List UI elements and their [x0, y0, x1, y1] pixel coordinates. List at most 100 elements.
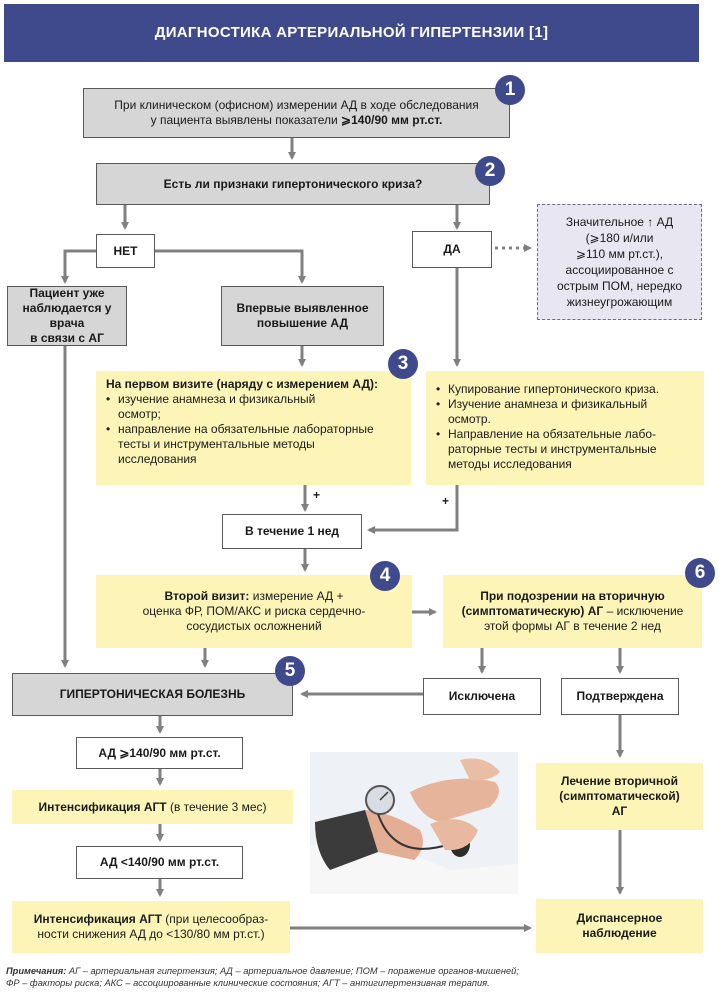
bp-low-box: АД <140/90 мм рт.ст. — [76, 846, 243, 879]
footnote-text: АГ – артериальная гипертензия; АД – арте… — [66, 966, 519, 976]
second-visit-lead: Второй визит: — [164, 589, 250, 603]
first-visit-box: На первом визите (наряду с измерением АД… — [96, 371, 411, 485]
first-visit-item-line: исследования — [118, 452, 197, 466]
crisis-note-line: острым ПОМ, нередко — [556, 279, 683, 293]
intensification-2-line1: Интенсификация АГТ (при целесообраз- — [34, 912, 268, 927]
confirmed-label: Подтверждена — [576, 689, 664, 703]
crisis-note-line: ⩾110 мм рт.ст.), — [575, 247, 664, 261]
hypertension-disease-box: ГИПЕРТОНИЧЕСКАЯ БОЛЕЗНЬ — [12, 673, 293, 716]
bp-high-box: АД ⩾140/90 мм рт.ст. — [76, 737, 243, 769]
intensification-1-rest: (в течение 3 мес) — [166, 799, 267, 814]
crisis-question-box: Есть ли признаки гипертонического криза? — [96, 163, 490, 205]
secondary-suspicion-bold: (симптоматическую) АГ — [461, 604, 604, 618]
excluded-label: Исключена — [448, 689, 516, 703]
first-visit-list: изучение анамнеза и физикальный осмотр; … — [106, 392, 401, 467]
crisis-note-line: ассоциированное с — [565, 263, 674, 277]
branch-yes-label: ДА — [443, 242, 461, 256]
dispensary-line: наблюдение — [582, 926, 657, 940]
footnote-line1: Примечания: АГ – артериальная гипертензи… — [6, 965, 711, 977]
plus-sign-left: + — [313, 488, 321, 502]
dispensary-box: Диспансерное наблюдение — [536, 899, 703, 953]
secondary-suspicion-text: – исключение — [603, 604, 684, 618]
arrow-no-to-new — [155, 249, 306, 284]
crisis-note-line: (⩾180 и/или — [585, 231, 654, 245]
secondary-treatment-line: (симптоматической) — [559, 789, 680, 803]
known-patient-line: в связи с АГ — [30, 331, 104, 345]
intensification-2-box: Интенсификация АГТ (при целесообраз- нос… — [12, 901, 290, 953]
crisis-actions-box: Купирование гипертонического криза. Изуч… — [426, 371, 704, 485]
first-detected-line: повышение АД — [256, 316, 349, 330]
plus-sign-right: + — [442, 494, 450, 508]
initial-measurement-box: При клиническом (офисном) измерении АД в… — [83, 88, 510, 138]
first-visit-item-line: осмотр; — [118, 407, 161, 421]
first-visit-item-line: направление на обязательные лабораторные — [118, 422, 374, 436]
secondary-treatment-line: АГ — [611, 804, 628, 818]
crisis-definition-note: Значительное ↑ АД (⩾180 и/или ⩾110 мм рт… — [537, 204, 702, 320]
bp-measurement-photo — [310, 752, 518, 894]
footnote-line2: ФР – факторы риска; АКС – ассоциированны… — [6, 978, 490, 988]
intensification-1-bold: Интенсификация АГТ — [38, 799, 167, 814]
known-patient-line: Пациент уже — [29, 286, 105, 300]
first-detected-line: Впервые выявленное — [236, 301, 369, 315]
arrow-no-to-known — [61, 249, 96, 284]
arrow-crisis-to-week — [367, 485, 459, 534]
hypertension-disease-label: ГИПЕРТОНИЧЕСКАЯ БОЛЕЗНЬ — [59, 687, 246, 701]
branch-no-box: НЕТ — [96, 234, 155, 268]
initial-measurement-line2: у пациента выявлены показатели ⩾140/90 м… — [151, 113, 443, 128]
crisis-action-line: Изучение анамнеза и физикальный — [448, 397, 648, 411]
first-visit-item-line: тесты и инструментальные методы — [118, 437, 315, 451]
crisis-note-line: жизнеугрожающим — [566, 295, 673, 309]
crisis-action-line: Купирование гипертонического криза. — [448, 382, 660, 396]
initial-measurement-text: у пациента выявлены показатели — [150, 113, 342, 127]
step-badge-5: 5 — [275, 656, 305, 686]
second-visit-line1: Второй визит: измерение АД + — [165, 589, 344, 604]
intensification-2-rest: (при целесообраз- — [161, 912, 269, 926]
page-title: ДИАГНОСТИКА АРТЕРИАЛЬНОЙ ГИПЕРТЕНЗИИ [1] — [154, 24, 549, 41]
step-badge-6: 6 — [685, 558, 715, 588]
bp-low-label: АД <140/90 мм рт.ст. — [99, 855, 220, 869]
crisis-action-line: методы исследования — [448, 457, 572, 471]
crisis-action-line: раторные тесты и инструментальные — [448, 442, 657, 456]
secondary-suspicion-box: При подозрении на вторичную (симптоматич… — [443, 575, 702, 648]
crisis-action-item: Направление на обязательные лабо- раторн… — [436, 427, 694, 472]
known-patient-box: Пациент уже наблюдается у врача в связи … — [7, 286, 127, 346]
bp-measurement-illustration — [310, 752, 518, 894]
secondary-treatment-box: Лечение вторичной (симптоматической) АГ — [536, 763, 703, 830]
step-badge-4: 4 — [370, 561, 400, 591]
known-patient-line: наблюдается у врача — [22, 301, 112, 330]
second-visit-box: Второй визит: измерение АД + оценка ФР, … — [96, 575, 412, 648]
branch-yes-box: ДА — [412, 231, 492, 268]
within-week-box: В течение 1 нед — [222, 514, 362, 549]
header-banner: ДИАГНОСТИКА АРТЕРИАЛЬНОЙ ГИПЕРТЕНЗИИ [1] — [4, 4, 699, 62]
within-week-label: В течение 1 нед — [244, 524, 340, 538]
bp-high-label: АД ⩾140/90 мм рт.ст. — [98, 745, 221, 760]
secondary-suspicion-line3: этой формы АГ в течение 2 нед — [484, 619, 661, 633]
excluded-box: Исключена — [423, 678, 541, 715]
second-visit-line3: сосудистых осложнений — [186, 619, 322, 633]
intensification-1-box: Интенсификация АГТ (в течение 3 мес) — [12, 790, 293, 824]
dispensary-line: Диспансерное — [576, 911, 663, 925]
crisis-action-line: осмотр. — [448, 412, 491, 426]
branch-no-label: НЕТ — [113, 243, 138, 258]
secondary-suspicion-line2: (симптоматическую) АГ – исключение — [462, 604, 684, 619]
first-visit-item-line: изучение анамнеза и физикальный — [118, 392, 316, 406]
second-visit-text: измерение АД + — [249, 589, 344, 603]
step-badge-1: 1 — [495, 75, 525, 105]
crisis-action-item: Изучение анамнеза и физикальный осмотр. — [436, 397, 694, 427]
crisis-question-text: Есть ли признаки гипертонического криза? — [163, 176, 423, 191]
footnote-label: Примечания: — [6, 966, 67, 976]
crisis-actions-list: Купирование гипертонического криза. Изуч… — [436, 382, 694, 472]
intensification-2-line2: ности снижения АД до <130/80 мм рт.ст.) — [37, 927, 265, 941]
secondary-treatment-line: Лечение вторичной — [561, 774, 678, 788]
crisis-note-line: Значительное ↑ АД — [565, 215, 674, 229]
initial-measurement-value: ⩾140/90 мм рт.ст. — [341, 113, 443, 127]
initial-measurement-line1: При клиническом (офисном) измерении АД в… — [114, 98, 479, 112]
second-visit-line2: оценка ФР, ПОМ/АКС и риска сердечно- — [142, 604, 366, 618]
confirmed-box: Подтверждена — [561, 678, 679, 715]
first-visit-item: направление на обязательные лабораторные… — [106, 422, 401, 467]
crisis-action-line: Направление на обязательные лабо- — [448, 427, 656, 441]
intensification-1-text: Интенсификация АГТ (в течение 3 мес) — [38, 800, 266, 815]
first-detected-box: Впервые выявленное повышение АД — [221, 286, 384, 346]
first-visit-lead: На первом визите (наряду с измерением АД… — [106, 377, 378, 391]
